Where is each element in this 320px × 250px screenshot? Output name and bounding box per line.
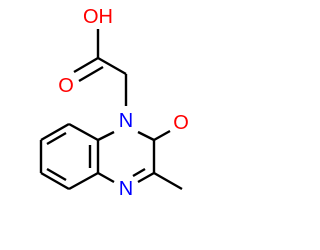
bond-carbonyl-double-b xyxy=(78,65,104,83)
bond-n4-to-c4a xyxy=(97,171,115,184)
bond-cooh-to-ch2 xyxy=(97,56,127,76)
ring-nitrogen-1-label: N xyxy=(119,110,133,132)
bond-n1-to-c8a xyxy=(97,130,115,142)
bond-aromatic-inner-3 xyxy=(46,131,67,146)
bond-aromatic-inner-2 xyxy=(46,167,67,182)
atom-labels: OH O N O N xyxy=(58,6,189,200)
bond-n1-to-c2 xyxy=(137,130,155,142)
ring-nitrogen-4-label: N xyxy=(119,178,133,200)
bond-c2-oxo-double xyxy=(153,129,171,142)
bond-c8-to-c8a xyxy=(68,122,99,142)
structure-canvas: OH O N O N xyxy=(39,6,189,200)
bond-c3-n4-double-a xyxy=(137,171,155,184)
bond-c4a-to-c5 xyxy=(68,171,99,191)
bond-c5-to-c6 xyxy=(40,171,70,191)
bond-c7-to-c8 xyxy=(40,122,70,142)
bonds xyxy=(39,29,183,191)
molecule-structure: OH O N O N xyxy=(39,6,189,200)
bond-c3-to-methyl xyxy=(153,171,183,191)
carbonyl-oxygen-label: O xyxy=(173,112,189,134)
bond-carbonyl-double-a xyxy=(73,56,99,74)
carboxyl-oxygen-label: O xyxy=(58,75,74,97)
bond-c3-n4-double-b xyxy=(132,167,146,178)
hydroxyl-label: OH xyxy=(83,6,113,28)
